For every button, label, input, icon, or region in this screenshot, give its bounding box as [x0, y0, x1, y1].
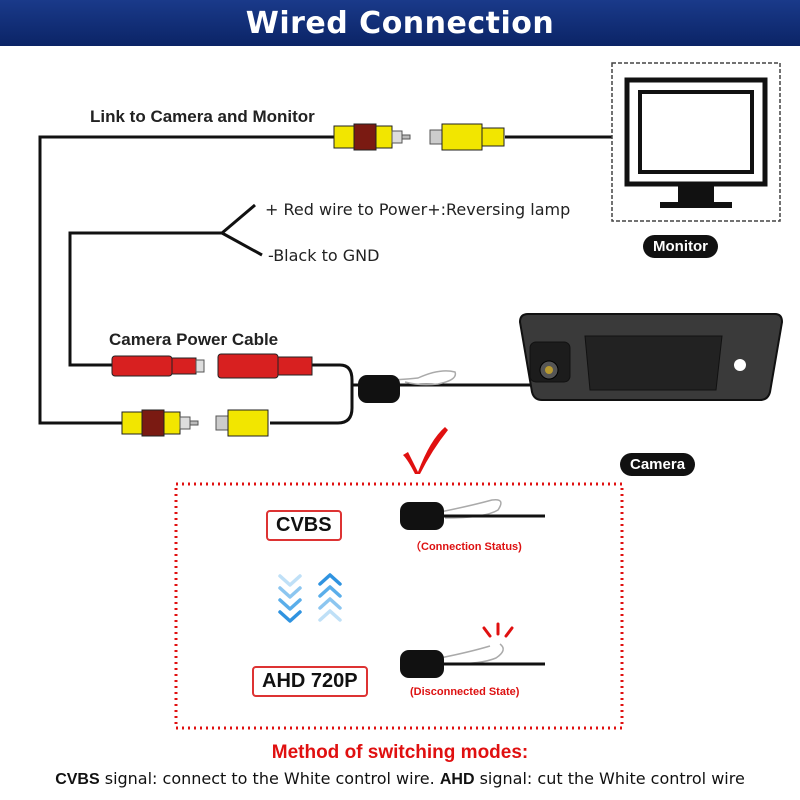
ahd-mode-label: AHD 720P [252, 666, 368, 697]
red-wire-label: + Red wire to Power+:Reversing lamp [265, 200, 571, 219]
monitor-illustration [611, 62, 781, 222]
power-wire [68, 231, 222, 367]
ahd-term: AHD [439, 771, 475, 788]
black-wire-branch [221, 231, 263, 257]
modes-frame [174, 482, 624, 730]
cvbs-text: signal: connect to the White control wir… [99, 769, 440, 788]
power-connector-male [111, 355, 205, 377]
header-banner: Wired Connection [0, 0, 800, 46]
chevron-up-icon [318, 573, 342, 622]
cut-mark-icon [482, 622, 514, 638]
camera-label: Camera [620, 453, 696, 476]
camera-harness [270, 363, 354, 425]
check-mark-icon [403, 427, 448, 474]
mode-switch-block [358, 375, 400, 403]
cvbs-state-text: （Connection Status) [410, 541, 522, 553]
rca-top-right [429, 123, 505, 151]
chevron-down-icon [278, 574, 302, 623]
white-control-wire [381, 370, 457, 386]
ahd-state-text: (Disconnected State) [410, 686, 520, 698]
link-label: Link to Camera and Monitor [90, 107, 315, 126]
page-title: Wired Connection [245, 5, 555, 41]
camera-handle-illustration [518, 313, 784, 401]
power-connector-female [217, 353, 313, 379]
method-description: CVBS signal: connect to the White contro… [0, 769, 800, 789]
ahd-wire-illustration [400, 622, 545, 678]
cvbs-term: CVBS [55, 771, 100, 788]
black-wire-label: -Black to GND [268, 246, 380, 265]
power-cable-label: Camera Power Cable [109, 330, 279, 349]
rca-bottom-left [121, 409, 199, 437]
rca-top-left [333, 123, 411, 151]
wires [38, 135, 612, 425]
cvbs-wire-illustration [400, 498, 545, 530]
rca-bottom-right [215, 409, 269, 437]
cvbs-mode-label: CVBS [266, 510, 342, 541]
red-wire-branch [221, 203, 256, 235]
method-title: Method of switching modes: [271, 742, 529, 763]
video-wire-left [38, 135, 345, 425]
ahd-text: signal: cut the White control wire [474, 769, 745, 788]
monitor-label: Monitor [643, 235, 718, 258]
